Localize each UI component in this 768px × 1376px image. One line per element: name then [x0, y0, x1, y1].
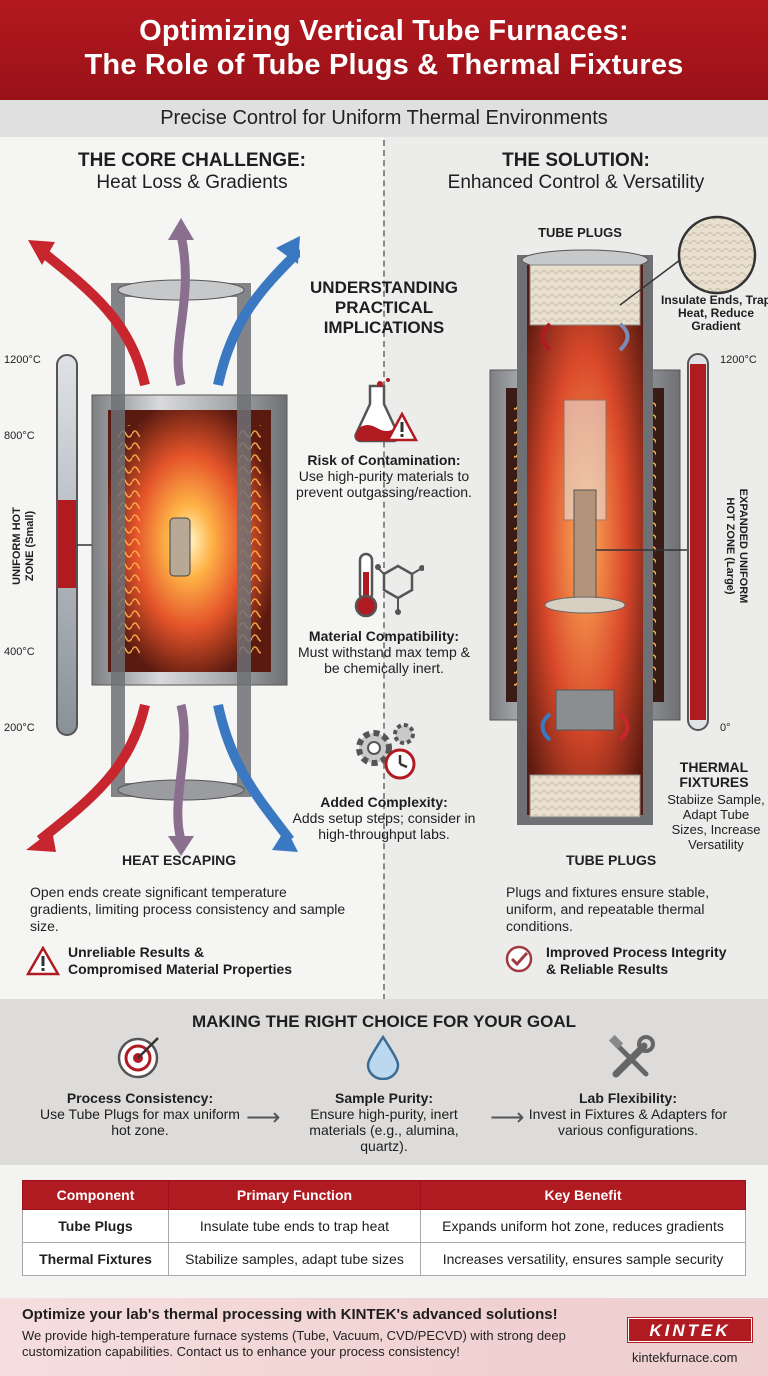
bottom-tube-plug — [529, 774, 641, 818]
table-row: Thermal Fixtures Stabilize samples, adap… — [22, 1242, 746, 1276]
temp-label-200: 200°C — [4, 722, 35, 734]
subtitle: Precise Control for Uniform Thermal Envi… — [0, 100, 768, 137]
table-cell: Thermal Fixtures — [22, 1242, 169, 1276]
right-thermometer — [687, 353, 709, 731]
heat-arrow-down-right — [213, 703, 294, 844]
left-warning: Unreliable Results &Compromised Material… — [68, 944, 293, 977]
open-tube-furnace-diagram — [26, 218, 300, 856]
middle-item-complexity: Added Complexity:Adds setup steps; consi… — [292, 794, 476, 842]
footer-site-link[interactable]: kintekfurnace.com — [632, 1350, 738, 1365]
left-hot-zone-band — [58, 500, 76, 588]
heat-escaping-label: HEAT ESCAPING — [122, 852, 237, 868]
right-panel-title: THE SOLUTION: Enhanced Control & Versati… — [447, 150, 705, 193]
title-line-1: Optimizing Vertical Tube Furnaces: — [139, 15, 629, 47]
table-header: Key Benefit — [420, 1180, 746, 1210]
choice-process-consistency: Process Consistency:Use Tube Plugs for m… — [40, 1090, 240, 1138]
choice-sample-purity: Sample Purity:Ensure high-purity, inert … — [309, 1090, 459, 1154]
droplet-icon — [366, 1034, 400, 1080]
gears-clock-icon — [356, 723, 416, 780]
table-header: Component — [22, 1180, 169, 1210]
sample — [169, 517, 191, 577]
table-header-row: Component Primary Function Key Benefit — [22, 1180, 746, 1210]
table-row: Tube Plugs Insulate tube ends to trap he… — [22, 1209, 746, 1243]
header-banner: Optimizing Vertical Tube Furnaces: The R… — [0, 0, 768, 100]
plug-closeup-icon — [677, 215, 757, 295]
table-cell: Expands uniform hot zone, reduces gradie… — [420, 1209, 746, 1243]
right-temp-top: 1200°C — [720, 354, 757, 366]
fixtures-text: Stabiize Sample, Adapt Tube Sizes, Incre… — [667, 792, 765, 852]
left-panel-title: THE CORE CHALLENGE: Heat Loss & Gradient… — [78, 150, 306, 193]
choice-title: MAKING THE RIGHT CHOICE FOR YOUR GOAL — [191, 1012, 577, 1031]
title-line-2: The Role of Tube Plugs & Thermal Fixture… — [84, 49, 684, 81]
heat-arrow-up-left — [36, 246, 150, 387]
table-cell: Insulate tube ends to trap heat — [168, 1209, 421, 1243]
footer-text: We provide high-temperature furnace syst… — [22, 1328, 566, 1359]
kintek-logo[interactable]: KINTEK — [627, 1317, 753, 1343]
choice-lab-flexibility: Lab Flexibility:Invest in Fixtures & Ada… — [528, 1090, 728, 1138]
temp-label-1200: 1200°C — [4, 354, 41, 366]
comparison-table: Component Primary Function Key Benefit T… — [22, 1180, 746, 1276]
table-cell: Increases versatility, ensures sample se… — [420, 1242, 746, 1276]
table-cell: Stabilize samples, adapt tube sizes — [168, 1242, 421, 1276]
temp-label-400: 400°C — [4, 646, 35, 658]
check-circle-icon — [505, 945, 533, 973]
top-tube-plug — [529, 264, 641, 326]
middle-item-contamination: Risk of Contamination:Use high-purity ma… — [296, 452, 472, 500]
right-result: Improved Process Integrity& Reliable Res… — [546, 944, 727, 977]
temp-label-800: 800°C — [4, 430, 35, 442]
thermometer-molecule-icon — [354, 552, 424, 618]
warning-icon — [26, 946, 60, 976]
tube-plugs-top-label: TUBE PLUGS — [538, 225, 622, 240]
tube-plugs-bottom-label: TUBE PLUGS — [566, 852, 657, 868]
plugged-tube-furnace-diagram — [489, 249, 700, 825]
plug-callout: Insulate Ends, Trap Heat, Reduce Gradien… — [660, 293, 768, 333]
tools-icon — [608, 1034, 655, 1078]
arrow-right-icon-2: ⟶ — [490, 1104, 525, 1131]
target-icon — [117, 1037, 159, 1079]
flask-warning-icon — [354, 378, 418, 443]
fixture-adapter — [555, 689, 615, 731]
table-header: Primary Function — [168, 1180, 421, 1210]
panel-divider — [383, 140, 385, 1000]
choice-section — [0, 999, 768, 1165]
heat-arrow-up-right — [213, 246, 300, 387]
middle-item-compatibility: Material Compatibility:Must withstand ma… — [298, 628, 470, 676]
footer-headline: Optimize your lab's thermal processing w… — [22, 1306, 558, 1323]
page-title: Optimizing Vertical Tube Furnaces: The R… — [0, 0, 768, 82]
table-cell: Tube Plugs — [22, 1209, 169, 1243]
right-description: Plugs and fixtures ensure stable, unifor… — [506, 884, 710, 934]
arrow-right-icon: ⟶ — [246, 1104, 281, 1131]
right-temp-bottom: 0° — [720, 722, 731, 734]
fixture-sample — [573, 489, 597, 601]
left-description: Open ends create significant temperature… — [30, 884, 346, 934]
heat-arrow-down-left — [36, 703, 150, 844]
